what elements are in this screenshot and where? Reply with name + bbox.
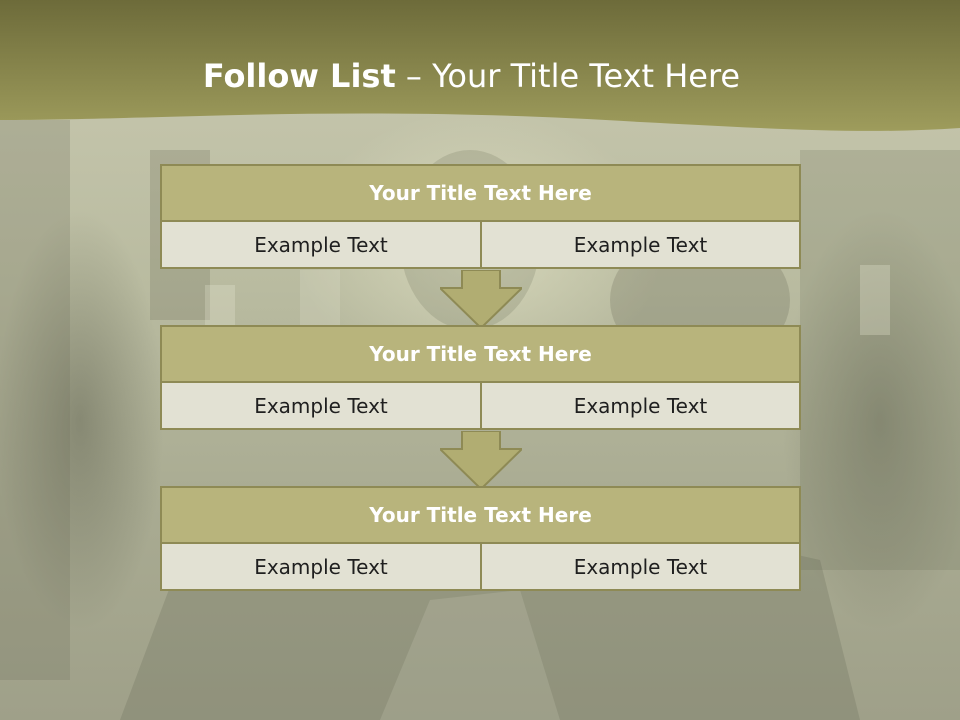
block-cell-left: Example Text [162, 222, 482, 267]
block-title: Your Title Text Here [162, 327, 799, 383]
list-block-3: Your Title Text Here Example Text Exampl… [160, 486, 801, 591]
block-cell-left: Example Text [162, 544, 482, 589]
block-cell-right: Example Text [482, 544, 799, 589]
block-cell-left: Example Text [162, 383, 482, 428]
list-block-1: Your Title Text Here Example Text Exampl… [160, 164, 801, 269]
down-arrow-icon [440, 431, 522, 491]
block-title: Your Title Text Here [162, 166, 799, 222]
slide-title: Follow List – Your Title Text Here [0, 54, 943, 98]
block-title: Your Title Text Here [162, 488, 799, 544]
block-cell-right: Example Text [482, 222, 799, 267]
slide-title-rest: – Your Title Text Here [395, 57, 741, 95]
slide-title-bold: Follow List [202, 57, 396, 95]
header-band [0, 0, 960, 131]
list-block-2: Your Title Text Here Example Text Exampl… [160, 325, 801, 430]
block-cell-right: Example Text [482, 383, 799, 428]
down-arrow-icon [440, 270, 522, 330]
